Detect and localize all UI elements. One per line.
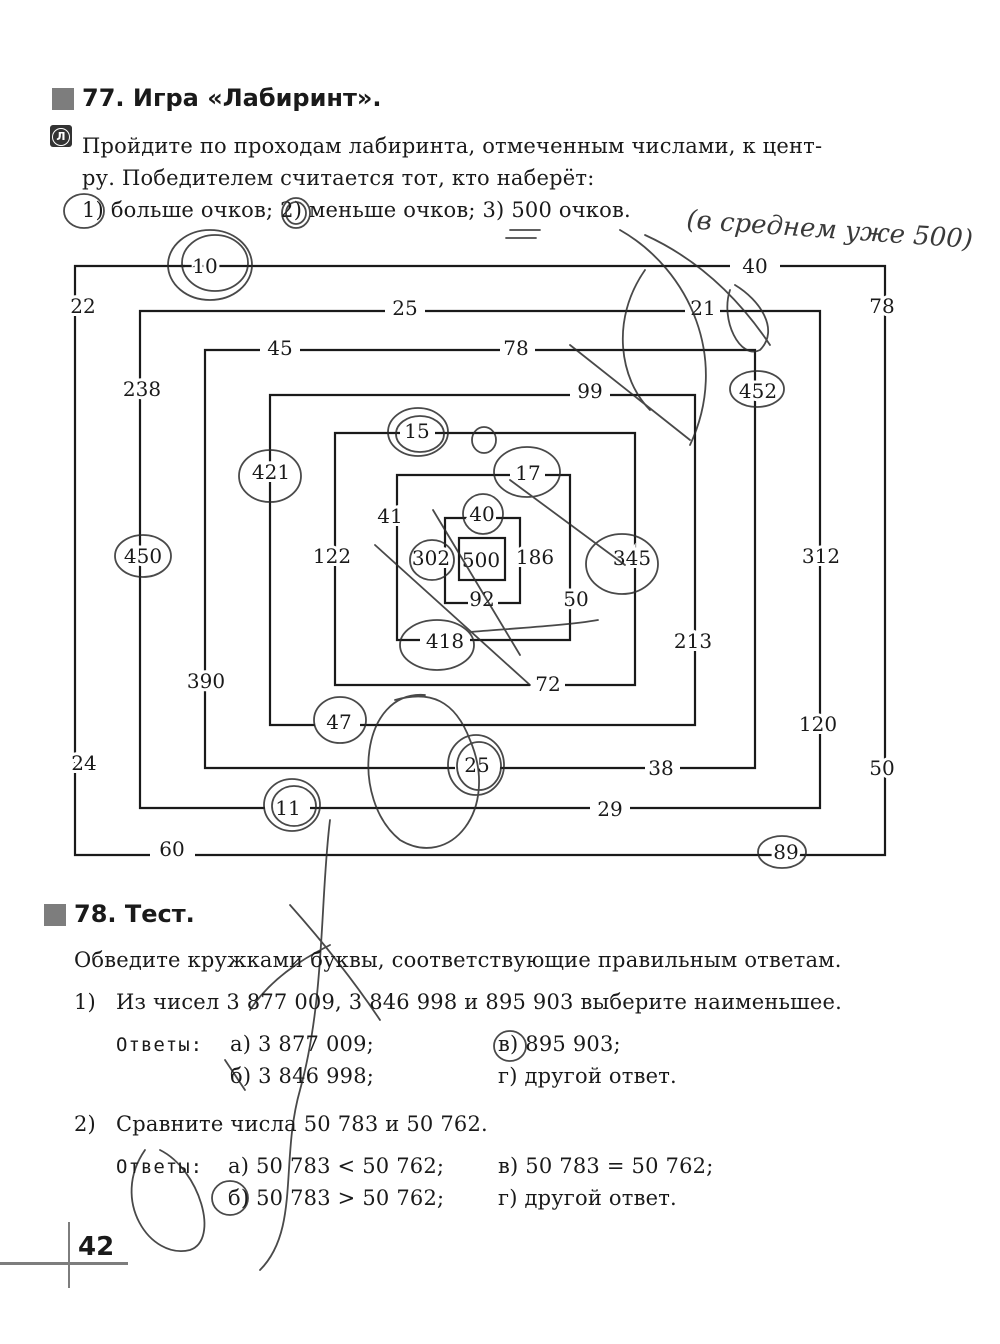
maze-number: 78 xyxy=(503,336,528,360)
maze-diagram: 500 10 40 22 25 21 78 45 78 238 452 99 1… xyxy=(67,251,897,867)
logic-task-icon: Л xyxy=(50,125,72,147)
maze-number: 390 xyxy=(187,669,225,693)
question-1-answers-label: Ответы: xyxy=(116,1034,204,1056)
section-marker-square xyxy=(44,904,66,926)
maze-number-labels: 10 40 22 25 21 78 45 78 238 452 99 15 42… xyxy=(67,251,897,867)
maze-number: 22 xyxy=(70,294,95,318)
handwritten-note: (в среднем уже 500) xyxy=(686,205,974,255)
maze-number: 25 xyxy=(392,296,417,320)
maze-number: 47 xyxy=(326,710,351,734)
maze-number: 345 xyxy=(613,546,651,570)
question-1-option-g: г) другой ответ. xyxy=(498,1064,677,1088)
task-78-title: 78. Тест. xyxy=(74,900,195,928)
maze-number: 40 xyxy=(742,254,767,278)
task-77-line-2: ру. Победителем считается тот, кто набер… xyxy=(82,166,595,190)
question-2-option-v: в) 50 783 = 50 762; xyxy=(498,1154,714,1178)
question-2-option-a: а) 50 783 < 50 762; xyxy=(228,1154,445,1178)
maze-number: 50 xyxy=(869,756,894,780)
question-1-option-a: а) 3 877 009; xyxy=(230,1032,374,1056)
maze-number: 40 xyxy=(469,502,494,526)
maze-number: 89 xyxy=(773,840,798,864)
maze-number: 38 xyxy=(648,756,673,780)
question-2-answers-label: Ответы: xyxy=(116,1156,204,1178)
question-2-option-b: б) 50 783 > 50 762; xyxy=(228,1186,445,1210)
footer-rule xyxy=(0,1262,128,1265)
task-77-line-3: 1) больше очков; 2) меньше очков; 3) 500… xyxy=(82,198,631,222)
question-2-number: 2) xyxy=(74,1112,96,1136)
maze-number: 452 xyxy=(739,379,777,403)
maze-number: 72 xyxy=(535,672,560,696)
page-number: 42 xyxy=(78,1232,115,1262)
maze-number: 17 xyxy=(515,461,540,485)
task-77-line-1: Пройдите по проходам лабиринта, отмеченн… xyxy=(82,134,823,158)
maze-number: 421 xyxy=(252,460,290,484)
maze-number: 186 xyxy=(516,545,554,569)
maze-walls xyxy=(73,264,887,857)
maze-number: 99 xyxy=(577,379,602,403)
maze-number: 50 xyxy=(563,587,588,611)
maze-number: 29 xyxy=(597,797,622,821)
footer-divider xyxy=(68,1222,70,1288)
maze-number: 10 xyxy=(192,254,217,278)
maze-number: 15 xyxy=(404,419,429,443)
question-1-text: Из чисел 3 877 009, 3 846 998 и 895 903 … xyxy=(116,990,843,1014)
task-77-title: 77. Игра «Лабиринт». xyxy=(82,84,382,112)
maze-number: 45 xyxy=(267,336,292,360)
maze-number: 11 xyxy=(275,796,300,820)
section-marker-square xyxy=(52,88,74,110)
maze-number: 78 xyxy=(869,294,894,318)
maze-number: 238 xyxy=(123,377,161,401)
maze-number: 418 xyxy=(426,629,464,653)
maze-number: 302 xyxy=(412,546,450,570)
maze-number: 213 xyxy=(674,629,712,653)
question-1-number: 1) xyxy=(74,990,96,1014)
maze-number: 60 xyxy=(159,837,184,861)
task-78-intro: Обведите кружками буквы, соответствующие… xyxy=(74,948,842,972)
question-1-option-b: б) 3 846 998; xyxy=(230,1064,375,1088)
maze-number: 120 xyxy=(799,712,837,736)
maze-number: 24 xyxy=(71,751,96,775)
maze-number: 312 xyxy=(802,544,840,568)
question-2-text: Сравните числа 50 783 и 50 762. xyxy=(116,1112,488,1136)
question-1-option-v: в) 895 903; xyxy=(498,1032,621,1056)
maze-number: 450 xyxy=(124,544,162,568)
maze-number: 122 xyxy=(313,544,351,568)
question-2-option-g: г) другой ответ. xyxy=(498,1186,677,1210)
maze-number: 41 xyxy=(377,504,402,528)
